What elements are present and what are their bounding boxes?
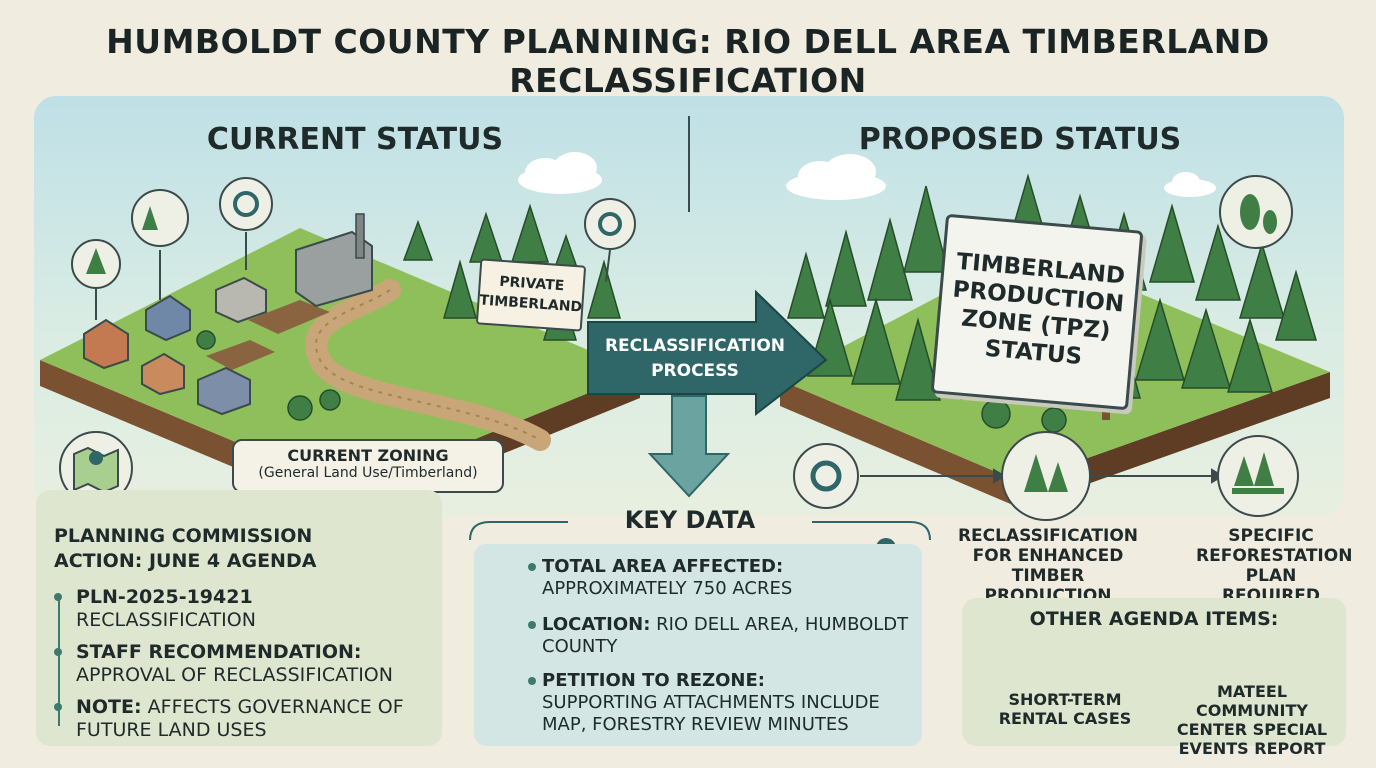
factory-icon bbox=[295, 213, 373, 308]
leaf-icon bbox=[1240, 194, 1277, 234]
commission-title-line1: PLANNING COMMISSION bbox=[54, 525, 313, 547]
reclassification-arrow bbox=[587, 289, 828, 417]
key-data-title: KEY DATA bbox=[624, 506, 756, 534]
agenda-item-short-term-rental: SHORT-TERM RENTAL CASES bbox=[998, 690, 1132, 728]
agenda-item-mateel-report: MATEEL COMMUNITY CENTER SPECIAL EVENTS R… bbox=[1176, 682, 1328, 758]
reforestation-icon bbox=[1232, 452, 1284, 494]
reclassification-arrow-label: RECLASSIFICATION PROCESS bbox=[604, 336, 786, 381]
tpz-status-sign: TIMBERLAND PRODUCTION ZONE (TPZ) STATUS bbox=[930, 213, 1144, 411]
tree-icon bbox=[86, 206, 158, 274]
list-item: STAFF RECOMMENDATION:APPROVAL OF RECLASS… bbox=[54, 641, 434, 687]
section-divider bbox=[688, 116, 690, 212]
other-agenda-panel bbox=[962, 598, 1346, 746]
tree-growth-icon bbox=[1024, 454, 1068, 492]
cloud-icon bbox=[518, 152, 1216, 200]
page-title: HUMBOLDT COUNTY PLANNING: RIO DELL AREA … bbox=[106, 22, 1270, 100]
other-agenda-title: OTHER AGENDA ITEMS: bbox=[1029, 608, 1279, 630]
current-zoning-label: CURRENT ZONING (General Land Use/Timberl… bbox=[232, 439, 504, 493]
current-status-heading: CURRENT STATUS bbox=[206, 122, 504, 157]
timeline-line bbox=[58, 596, 60, 726]
key-data-panel bbox=[474, 544, 922, 746]
key-data-item: TOTAL AREA AFFECTED:APPROXIMATELY 750 AC… bbox=[528, 556, 922, 600]
zoning-detail: (General Land Use/Timberland) bbox=[258, 465, 478, 481]
key-data-item: PETITION TO REZONE:SUPPORTING ATTACHMENT… bbox=[528, 670, 912, 736]
down-arrow bbox=[647, 395, 731, 498]
step-reforestation-plan: SPECIFIC REFORESTATION PLAN REQUIRED bbox=[1196, 526, 1353, 606]
gear-icon bbox=[810, 460, 842, 492]
commission-title: PLANNING COMMISSION ACTION: JUNE 4 AGEND… bbox=[54, 524, 434, 574]
process-step-icons bbox=[793, 431, 1299, 521]
commission-panel bbox=[36, 490, 442, 746]
key-data-item: LOCATION: RIO DELL AREA, HUMBOLDT COUNTY bbox=[528, 614, 922, 658]
private-timberland-sign: PRIVATE TIMBERLAND bbox=[475, 258, 587, 332]
zoning-title: CURRENT ZONING bbox=[287, 446, 449, 465]
step-enhanced-production: RECLASSIFICATION FOR ENHANCED TIMBER PRO… bbox=[957, 526, 1139, 606]
list-item: NOTE: AFFECTS GOVERNANCE OF FUTURE LAND … bbox=[54, 696, 434, 742]
house-icon bbox=[83, 276, 267, 416]
proposed-status-heading: PROPOSED STATUS bbox=[858, 122, 1182, 157]
commission-title-line2: ACTION: JUNE 4 AGENDA bbox=[54, 550, 317, 572]
gear-icon bbox=[233, 191, 622, 236]
